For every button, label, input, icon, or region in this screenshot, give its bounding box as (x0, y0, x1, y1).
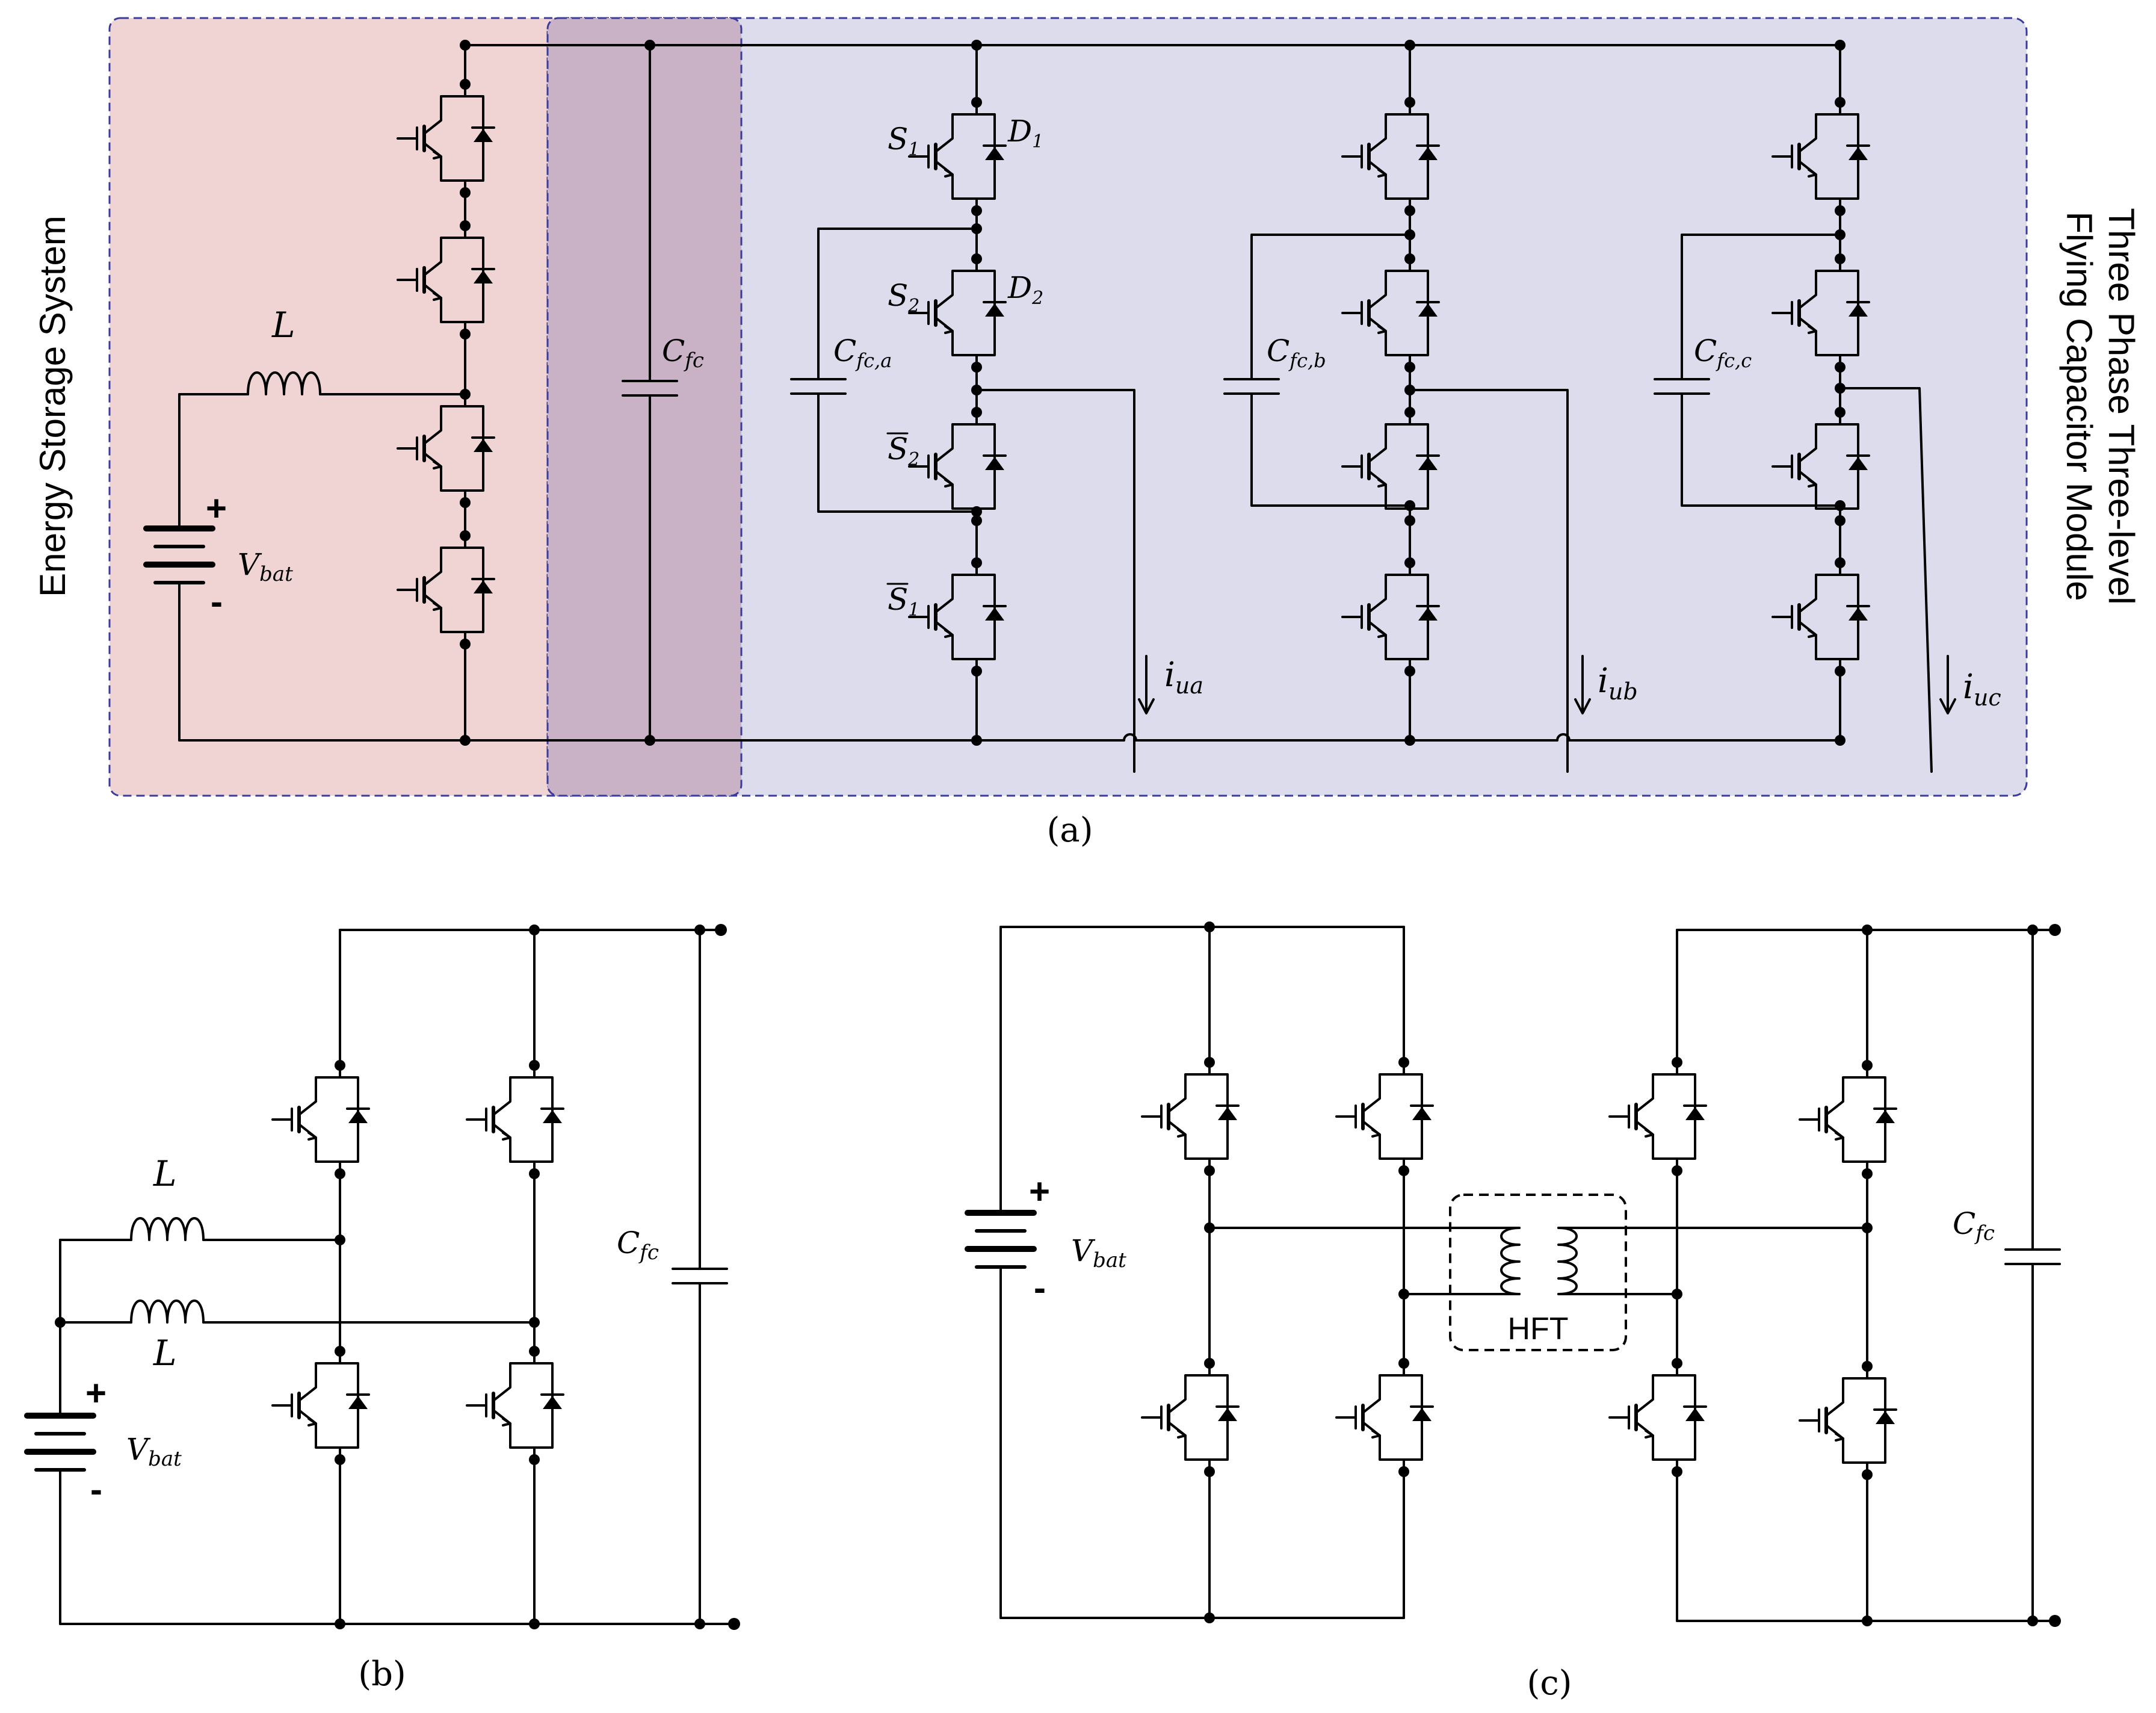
cfcc-label: C (1694, 333, 1717, 368)
svg-text:Cfc,a: Cfc,a (833, 333, 892, 372)
capacitor-b (672, 1268, 728, 1284)
cap-c-sub: fc (1974, 1221, 1995, 1245)
svg-text:S1: S1 (888, 122, 919, 160)
battery-c-sub: bat (1093, 1248, 1126, 1272)
battery-c-plus: + (1029, 1171, 1050, 1212)
cfcc-sub: fc,c (1716, 349, 1752, 372)
s2-sub: 2 (907, 296, 919, 317)
s2bar-sub: 2 (907, 449, 919, 470)
s1-sub: 1 (908, 139, 919, 160)
svg-text:Cfc: Cfc (617, 1225, 659, 1265)
iub-sub: ub (1608, 678, 1638, 705)
s1bar-label: S (888, 582, 908, 617)
overlap-region (546, 17, 743, 797)
iub-label: i (1598, 661, 1608, 701)
cfca-label: C (833, 333, 856, 368)
svg-text:S1: S1 (888, 582, 919, 621)
panel-a: Energy Storage System Three Phase Three-… (32, 17, 2142, 850)
iuc-label: i (1963, 668, 1974, 707)
svg-text:Cfc: Cfc (662, 333, 704, 373)
battery-a-plus: + (206, 488, 227, 528)
d2-sub: 2 (1031, 288, 1043, 309)
cfcb-label: C (1267, 333, 1290, 368)
battery-b-sub: bat (148, 1447, 182, 1471)
cfcb-sub: fc,b (1288, 349, 1326, 372)
caption-a: (a) (1046, 811, 1093, 850)
battery-b-minus: - (90, 1469, 102, 1510)
ess-label: Energy Storage System (32, 215, 73, 597)
dc-cap-label: C (662, 333, 685, 368)
battery-a-sub: bat (259, 562, 293, 586)
d1-sub: 1 (1032, 131, 1043, 152)
battery-a-label: V (238, 547, 262, 582)
d2-label: D (1007, 270, 1032, 305)
svg-text:Cfc,b: Cfc,b (1267, 333, 1326, 372)
d1-label: D (1007, 114, 1032, 149)
cap-c-label: C (1953, 1206, 1975, 1241)
svg-text:Vbat: Vbat (126, 1432, 182, 1471)
battery-b-label: V (126, 1432, 151, 1467)
caption-b: (b) (358, 1655, 406, 1694)
phase-a-leg (790, 40, 1155, 773)
battery-c (968, 1213, 1034, 1267)
caption-c: (c) (1527, 1664, 1572, 1703)
inductor-b-top-label: L (153, 1153, 177, 1194)
svg-text:Cfc: Cfc (1953, 1206, 1995, 1245)
phase-b-leg (1223, 40, 1591, 773)
battery-c-minus: - (1034, 1268, 1046, 1308)
cap-b-label: C (617, 1225, 640, 1260)
phase-c-leg (1654, 40, 1956, 773)
svg-text:Vbat: Vbat (1071, 1233, 1126, 1272)
s2-label: S (888, 278, 908, 313)
panel-b: L L + - Vbat Cfc (b) (27, 924, 740, 1694)
battery-b-plus: + (85, 1373, 107, 1413)
cfca-sub: fc,a (855, 349, 892, 372)
hft-box (1449, 1194, 1627, 1351)
svg-text:iua: iua (1164, 655, 1203, 699)
svg-text:S2: S2 (888, 432, 919, 470)
s1-label: S (888, 122, 908, 156)
inductor-b-bottom-label: L (153, 1333, 177, 1374)
svg-text:S2: S2 (888, 278, 919, 317)
svg-text:iuc: iuc (1963, 668, 2001, 711)
svg-text:D2: D2 (1007, 270, 1043, 309)
iuc-sub: uc (1974, 684, 2001, 711)
battery-b (27, 1416, 93, 1470)
hft-label: HFT (1507, 1312, 1568, 1346)
s1bar-sub: 1 (908, 599, 919, 621)
module-region (546, 17, 2028, 797)
iua-sub: ua (1175, 672, 1203, 699)
battery-c-label: V (1071, 1233, 1096, 1268)
inductor-a-label: L (271, 305, 295, 345)
svg-text:iub: iub (1598, 661, 1638, 705)
battery-a-minus: - (211, 581, 223, 622)
panel-c: + - Vbat HFT (968, 922, 2061, 1703)
boost-leg (398, 40, 494, 746)
dc-cap-sub: fc (683, 348, 704, 373)
svg-text:Vbat: Vbat (238, 547, 293, 586)
module-label-line1: Three Phase Three-level (2101, 208, 2142, 604)
capacitor-c (2004, 1248, 2061, 1265)
module-label-line2: Flying Capacitor Module (2059, 212, 2099, 601)
iua-label: i (1164, 655, 1175, 695)
svg-text:D1: D1 (1007, 114, 1043, 152)
inductor-b-bottom (130, 1299, 205, 1324)
s2bar-label: S (888, 432, 908, 466)
inductor-b-top (130, 1217, 205, 1241)
svg-text:Cfc,c: Cfc,c (1694, 333, 1752, 372)
cap-b-sub: fc (638, 1241, 659, 1265)
